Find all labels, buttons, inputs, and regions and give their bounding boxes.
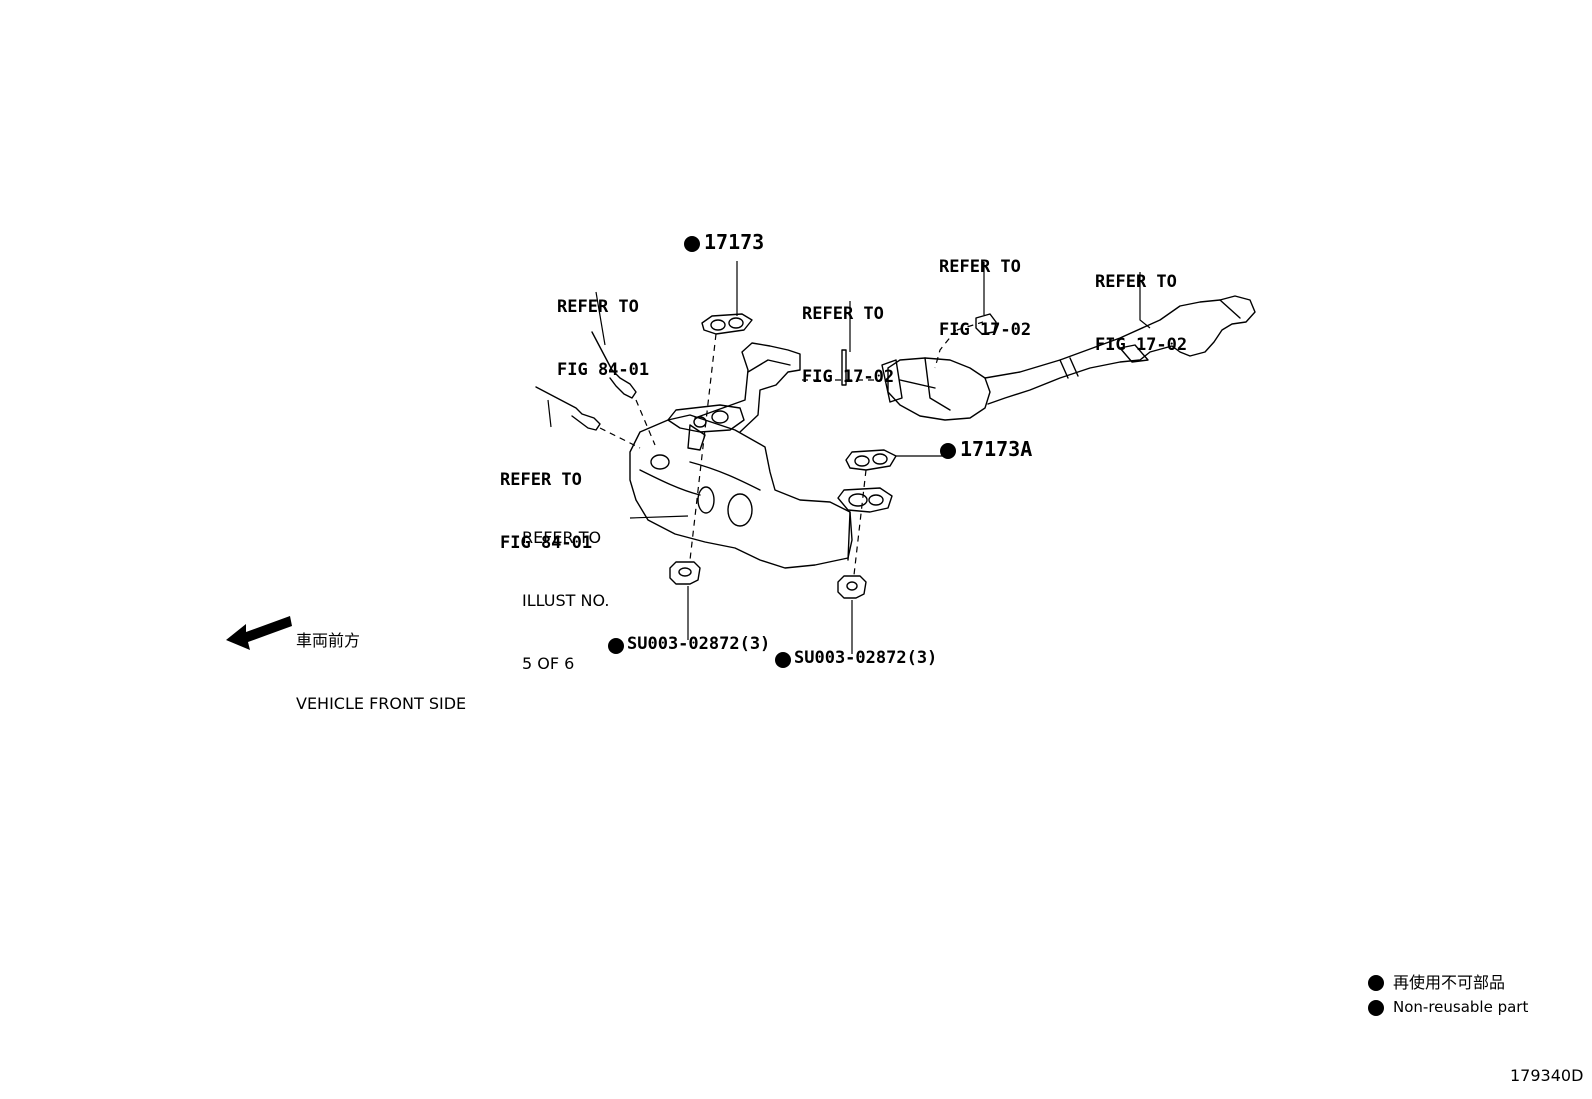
- front-pipe: [694, 342, 801, 433]
- flange-nut: [975, 313, 997, 335]
- gasket-17173: [701, 313, 753, 335]
- manifold-heat-shield: [629, 414, 853, 569]
- gasket-17173a: [845, 449, 897, 471]
- o2-sensor-bottom: [535, 386, 601, 431]
- part-17173a: 17173A: [960, 437, 1033, 461]
- rear-pipe: [984, 295, 1256, 405]
- legend-jp: 再使用不可部品: [1393, 973, 1506, 992]
- non-reusable-bullet-icon: [608, 638, 624, 654]
- part-su-right: SU003-02872(3): [794, 648, 938, 668]
- front-arrow-icon: [226, 616, 292, 650]
- non-reusable-bullet-icon: [940, 443, 956, 459]
- legend-bullet-icon: [1368, 975, 1384, 991]
- non-reusable-bullet-icon: [775, 652, 791, 668]
- part-su-left: SU003-02872(3): [627, 634, 771, 654]
- nut-left: [669, 561, 701, 585]
- figure-id: 179340D: [1510, 1066, 1584, 1085]
- non-reusable-bullet-icon: [684, 236, 700, 252]
- refer-fig-84-bottom: REFER TO FIG 84-01: [500, 470, 593, 553]
- nut-right: [837, 575, 867, 599]
- o2-sensor-top: [591, 331, 637, 399]
- refer-fig-84-top: REFER TO FIG 84-01: [557, 297, 650, 380]
- refer-fig-17-a: REFER TO FIG 17-02: [802, 304, 895, 387]
- legend-bullet-icon: [1368, 1000, 1384, 1016]
- refer-illust: REFER TO ILLUST NO. 5 OF 6: [522, 528, 610, 673]
- refer-fig-17-c: REFER TO FIG 17-02: [1095, 272, 1188, 355]
- refer-fig-17-b: REFER TO FIG 17-02: [939, 257, 1032, 340]
- direction-label: 車両前方 VEHICLE FRONT SIDE: [296, 631, 467, 713]
- part-17173: 17173: [704, 230, 765, 254]
- catalytic-converter: [887, 357, 991, 421]
- legend-en: Non-reusable part: [1393, 998, 1529, 1016]
- stud: [841, 349, 847, 386]
